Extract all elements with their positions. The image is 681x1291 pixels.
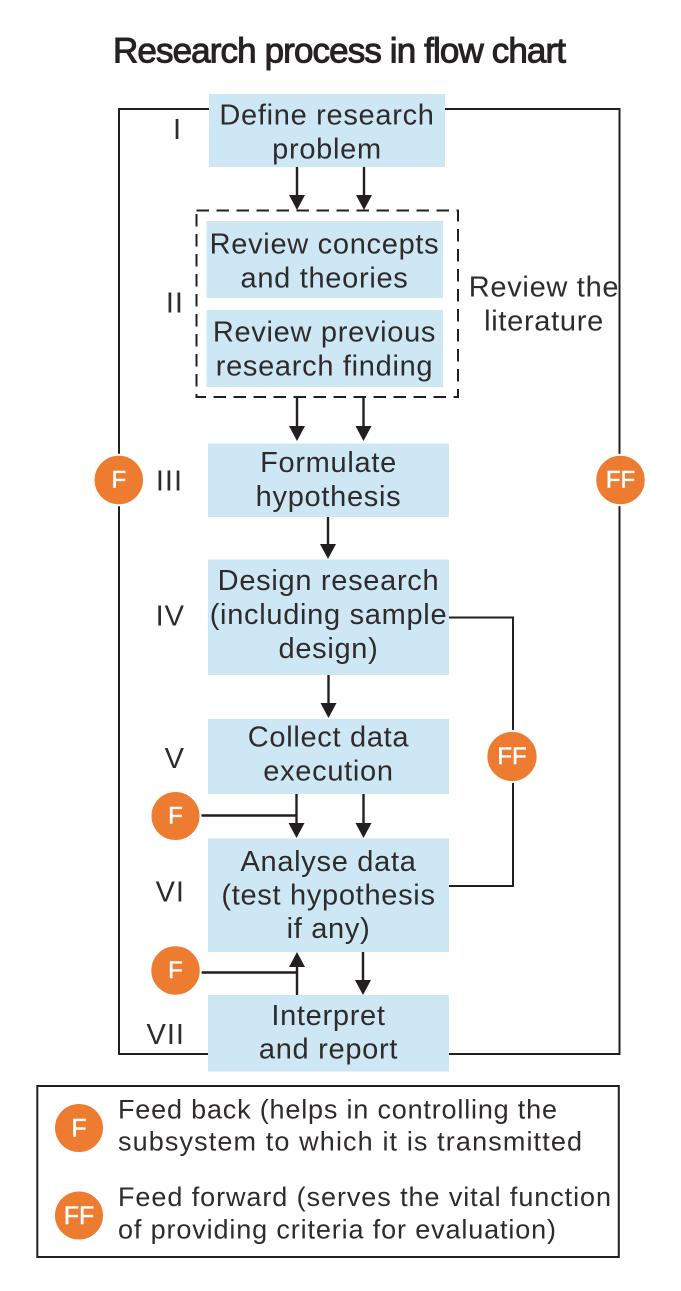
svg-text:F: F	[168, 803, 183, 830]
svg-text:II: II	[166, 288, 184, 320]
svg-text:FF: FF	[497, 743, 526, 770]
svg-text:and report: and report	[259, 1034, 398, 1066]
svg-text:execution: execution	[263, 756, 393, 788]
svg-text:VII: VII	[147, 1019, 185, 1051]
svg-text:F: F	[111, 467, 126, 494]
svg-text:Feed forward (serves the vital: Feed forward (serves the vital function	[118, 1182, 611, 1212]
svg-text:of providing criteria for eval: of providing criteria for evaluation)	[118, 1215, 556, 1245]
svg-text:literature: literature	[484, 306, 604, 338]
svg-text:if any): if any)	[287, 913, 371, 945]
svg-text:Review the: Review the	[469, 272, 619, 304]
svg-text:research finding: research finding	[216, 351, 434, 383]
svg-text:(test hypothesis: (test hypothesis	[221, 880, 435, 912]
svg-text:subsystem to which it is trans: subsystem to which it is transmitted	[118, 1127, 582, 1157]
svg-text:design): design)	[278, 633, 378, 665]
svg-text:(including sample: (including sample	[210, 599, 448, 631]
svg-text:Interpret: Interpret	[271, 1000, 385, 1032]
svg-text:problem: problem	[272, 134, 382, 166]
svg-text:Formulate: Formulate	[260, 447, 397, 479]
svg-text:hypothesis: hypothesis	[256, 481, 402, 513]
svg-text:Design research: Design research	[218, 565, 440, 597]
svg-text:Define research: Define research	[219, 100, 434, 132]
svg-text:Collect data: Collect data	[248, 722, 410, 754]
svg-text:III: III	[156, 466, 183, 498]
svg-text:Analyse data: Analyse data	[240, 846, 416, 878]
svg-text:IV: IV	[156, 601, 185, 633]
svg-text:FF: FF	[606, 467, 635, 494]
svg-text:FF: FF	[64, 1202, 95, 1230]
svg-text:Feed back (helps in controllin: Feed back (helps in controlling the	[118, 1094, 557, 1124]
svg-text:I: I	[173, 114, 182, 146]
svg-text:F: F	[71, 1115, 86, 1143]
svg-text:Review concepts: Review concepts	[210, 229, 440, 261]
svg-text:Review previous: Review previous	[213, 317, 436, 349]
svg-text:F: F	[168, 957, 183, 984]
svg-text:VI: VI	[156, 877, 185, 909]
svg-text:and theories: and theories	[240, 263, 408, 295]
svg-text:Research process in flow chart: Research process in flow chart	[113, 32, 566, 71]
svg-text:V: V	[165, 743, 185, 775]
